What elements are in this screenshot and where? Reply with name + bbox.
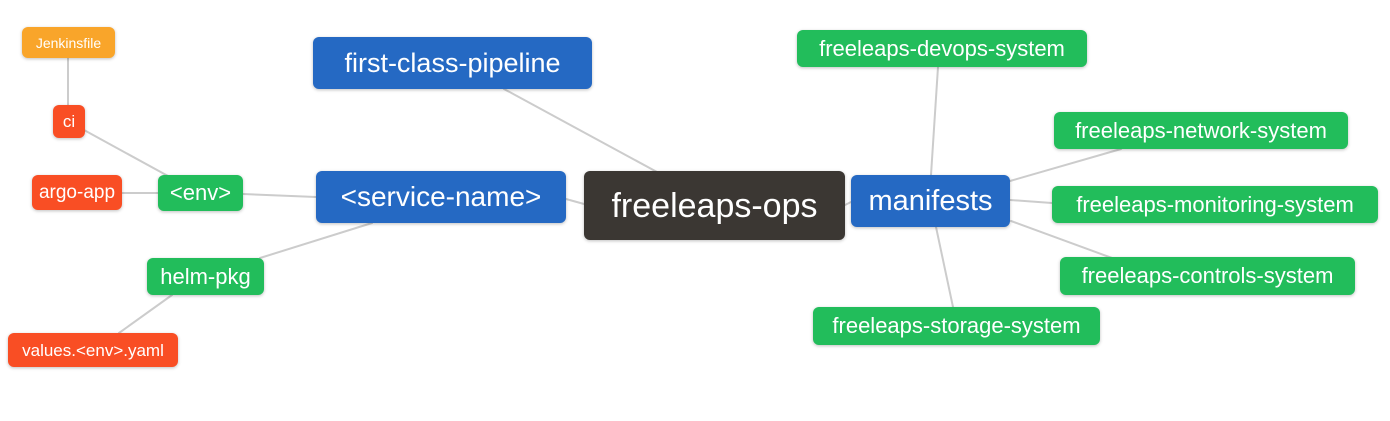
node-label: freeleaps-storage-system — [832, 313, 1081, 338]
node-label: <service-name> — [340, 181, 542, 212]
node-freeleaps-storage-system[interactable]: freeleaps-storage-system — [813, 307, 1100, 345]
node-label: freeleaps-network-system — [1075, 117, 1327, 143]
node-label: <env> — [169, 180, 232, 205]
edge-ci-env — [83, 129, 169, 177]
node-label: helm-pkg — [160, 263, 251, 289]
node-label: Jenkinsfile — [35, 34, 102, 51]
edge-manifests-freeleaps-devops-system — [930, 66, 939, 176]
node-label: values.<env>.yaml — [22, 340, 164, 360]
edge-manifests-freeleaps-storage-system — [935, 226, 954, 308]
node-label: freeleaps-devops-system — [819, 35, 1065, 61]
node-label: freeleaps-controls-system — [1081, 263, 1334, 288]
node-label: first-class-pipeline — [344, 47, 561, 78]
node-label: ci — [62, 112, 76, 131]
edge-helm-pkg-values-env-yaml — [118, 294, 173, 334]
node-service-name[interactable]: <service-name> — [316, 171, 566, 223]
node-freeleaps-ops[interactable]: freeleaps-ops — [584, 171, 845, 240]
node-freeleaps-controls-system[interactable]: freeleaps-controls-system — [1060, 257, 1355, 295]
node-ci[interactable]: ci — [53, 105, 85, 138]
edge-first-class-pipeline-freeleaps-ops — [503, 88, 658, 173]
node-helm-pkg[interactable]: helm-pkg — [147, 258, 264, 295]
node-env[interactable]: <env> — [158, 175, 243, 211]
edge-env-service-name — [242, 193, 317, 198]
node-first-class-pipeline[interactable]: first-class-pipeline — [313, 37, 592, 89]
node-label: argo-app — [38, 182, 116, 203]
node-label: freeleaps-ops — [611, 186, 818, 225]
node-freeleaps-monitoring-system[interactable]: freeleaps-monitoring-system — [1052, 186, 1378, 223]
node-freeleaps-devops-system[interactable]: freeleaps-devops-system — [797, 30, 1087, 67]
edge-manifests-freeleaps-monitoring-system — [1009, 199, 1053, 204]
node-label: freeleaps-monitoring-system — [1076, 191, 1354, 217]
node-values-env-yaml[interactable]: values.<env>.yaml — [8, 333, 178, 367]
node-argo-app[interactable]: argo-app — [32, 175, 122, 210]
node-freeleaps-network-system[interactable]: freeleaps-network-system — [1054, 112, 1348, 149]
node-manifests[interactable]: manifests — [851, 175, 1010, 227]
edge-manifests-freeleaps-controls-system — [1010, 220, 1113, 259]
node-label: manifests — [868, 184, 993, 217]
node-jenkinsfile[interactable]: Jenkinsfile — [22, 27, 115, 58]
edge-service-name-helm-pkg — [259, 222, 373, 259]
edge-freeleaps-ops-manifests — [844, 201, 852, 206]
edge-manifests-freeleaps-network-system — [1009, 148, 1122, 182]
edge-service-name-freeleaps-ops — [565, 198, 585, 205]
